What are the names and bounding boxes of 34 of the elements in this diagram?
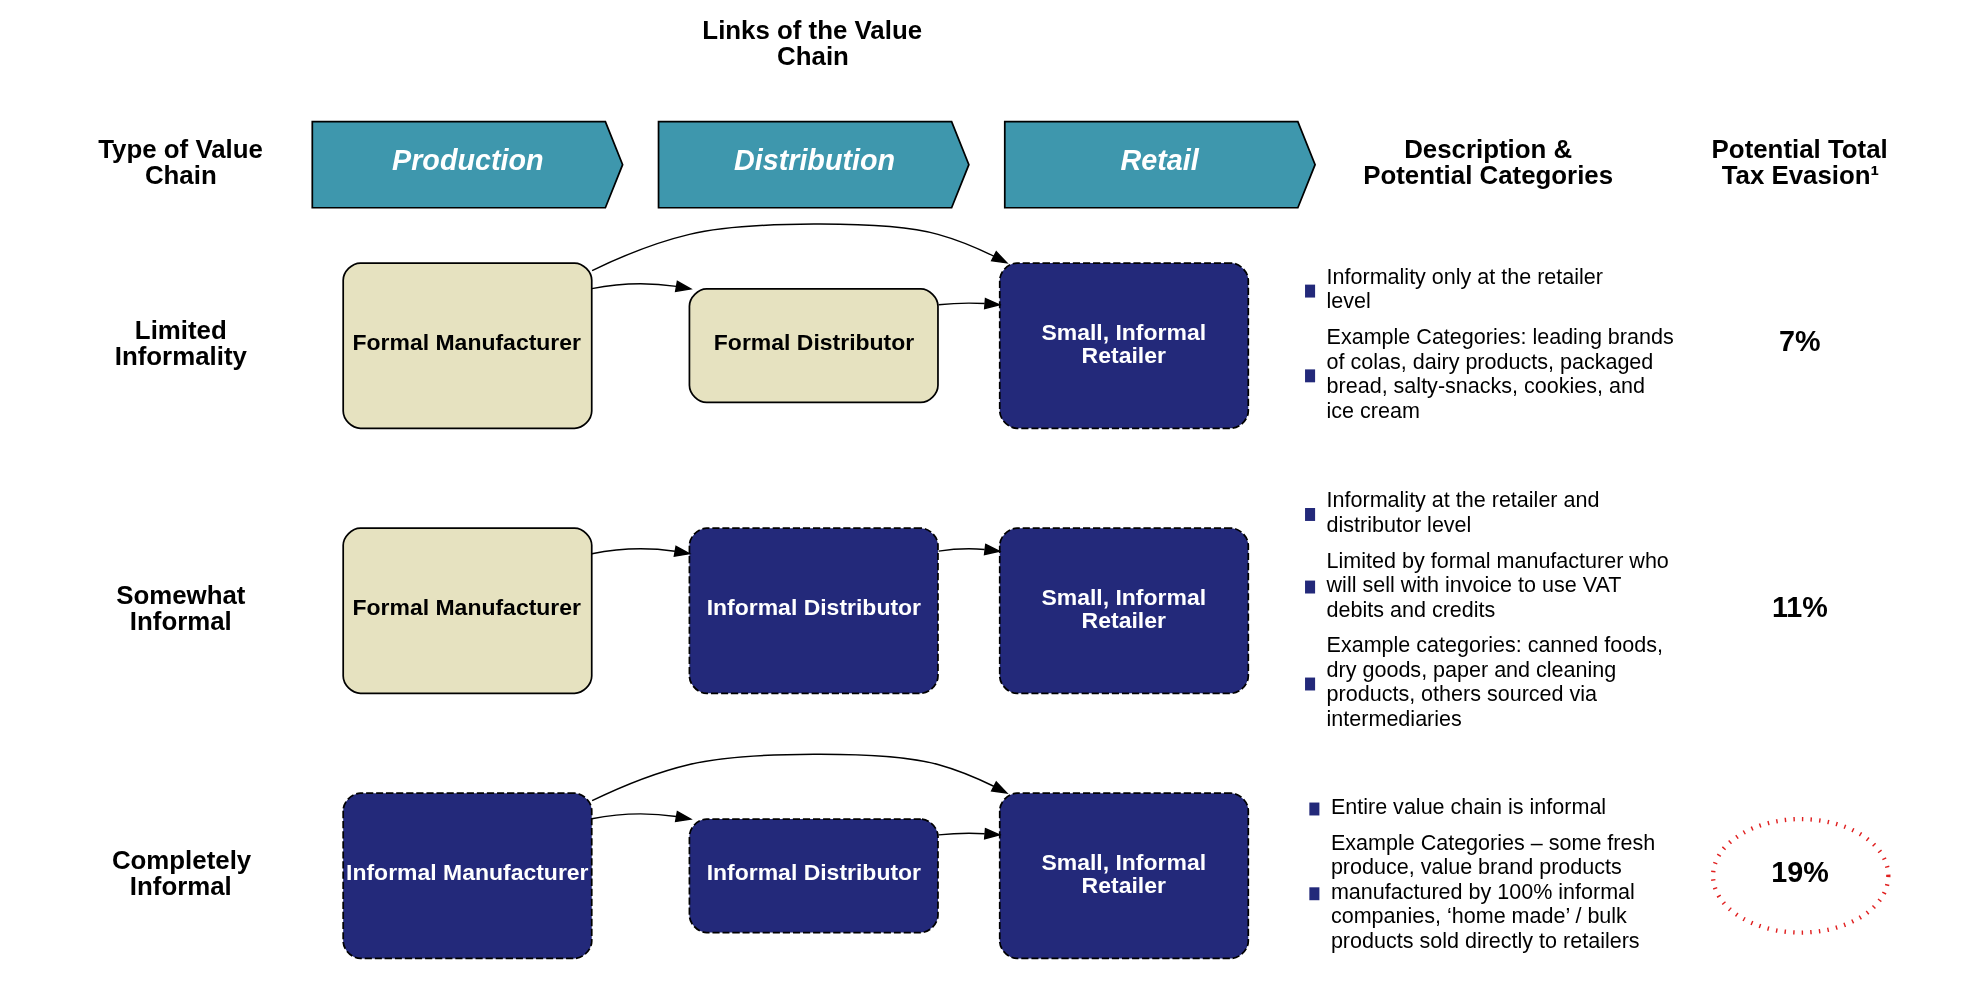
label: Example Categories: leading brands of colas, dairy products, packaged bread, salty-snacks, cookies, and ice cream — [1326, 325, 1674, 423]
label: Limited by formal manufacturer who will sell with invoice to use VAT debits and credits — [1326, 548, 1669, 622]
label: Somewhat Informal — [116, 581, 246, 635]
node-box: Small, Informal Retailer — [998, 792, 1250, 960]
label: 7% — [1779, 325, 1821, 358]
node-box: Formal Manufacturer — [342, 262, 593, 430]
label: Example Categories – some fresh produce, value brand products manufactured by 100% informal companies, ‘home made’ / bulk products sold directly to retailers — [1330, 830, 1656, 953]
arrow — [591, 753, 1009, 802]
label: Links of the Value Chain — [702, 15, 923, 70]
label: Informality at the retailer and distributor level — [1326, 488, 1600, 537]
label: Potential Total Tax Evasion¹ — [1711, 135, 1888, 189]
label: Completely Informal — [111, 846, 252, 901]
label: Example categories: canned foods, dry goods, paper and cleaning products, others sourced via intermediaries — [1326, 633, 1663, 731]
label: Entire value chain is informal — [1330, 795, 1607, 820]
node-ellipse: 19% — [1710, 816, 1891, 935]
arrow — [591, 810, 693, 823]
node-box: Informal Manufacturer — [342, 792, 593, 960]
label: Limited Informality — [114, 316, 247, 370]
node-box: Informal Distributor — [688, 527, 939, 695]
label: 11% — [1771, 590, 1828, 623]
node-box: Formal Manufacturer — [342, 527, 593, 695]
label: Description & Potential Categories — [1363, 135, 1614, 189]
arrow — [591, 223, 1009, 272]
node-box: Small, Informal Retailer — [998, 262, 1250, 430]
arrow — [591, 545, 692, 558]
arrow — [937, 297, 1002, 310]
arrow — [591, 280, 693, 293]
node-box: Small, Informal Retailer — [998, 527, 1250, 695]
arrow — [937, 827, 1002, 840]
arrow — [937, 543, 1002, 556]
label: Informality only at the retailer level — [1326, 264, 1604, 314]
node-box: Formal Distributor — [688, 288, 939, 404]
node-box: Informal Distributor — [688, 818, 939, 934]
label: Type of Value Chain — [98, 135, 263, 189]
